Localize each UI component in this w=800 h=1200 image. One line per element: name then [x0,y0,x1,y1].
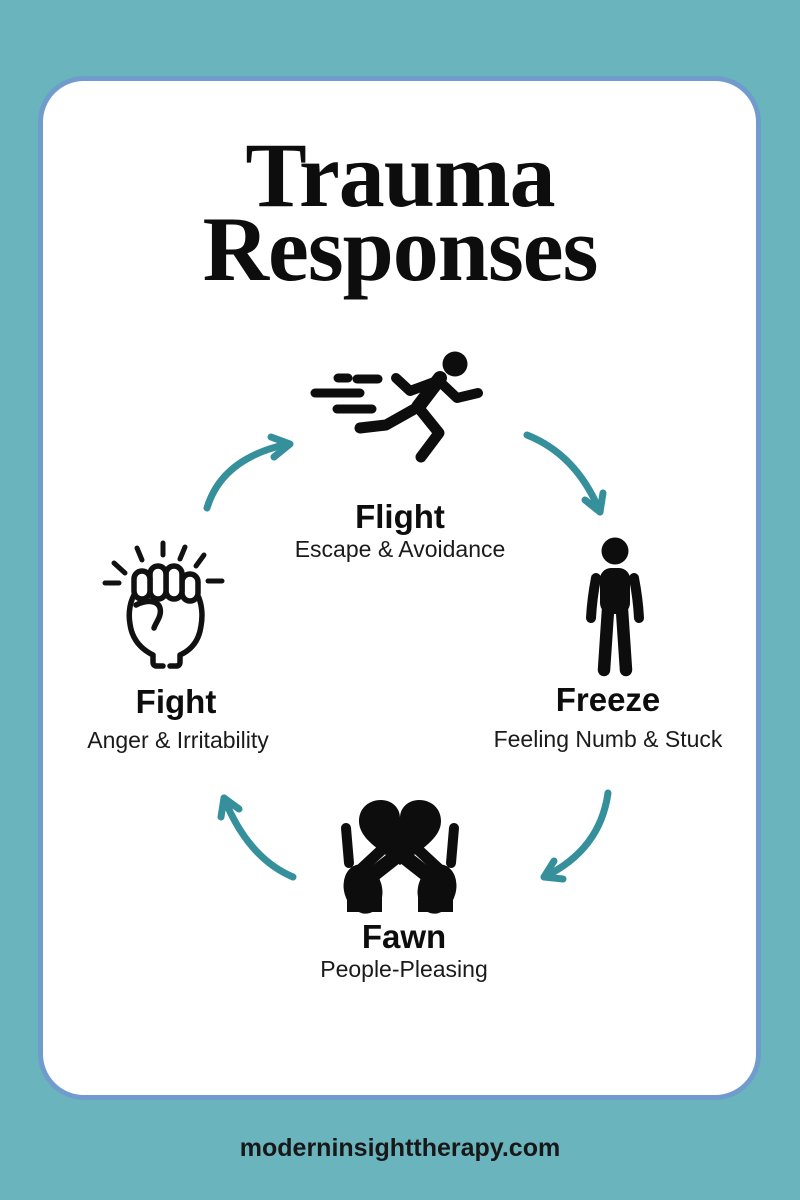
flight-label: Flight [355,498,445,535]
flight-section-icon [310,345,490,465]
freeze-description: Feeling Numb & Stuck [493,726,723,752]
fight-section-icon [100,538,230,673]
fawn-label: Fawn [361,918,447,955]
freeze-label: Freeze [555,681,661,718]
title-line2: Responses [202,197,599,300]
fight-description: Anger & Irritability [87,727,269,753]
fight-label: Fight [135,683,217,720]
website-url: moderninsighttherapy.com [239,1134,561,1162]
raised-fist-icon [102,540,225,669]
fawn-section-icon [334,797,466,917]
title-line1: Trauma [245,124,555,226]
standing-person-icon [586,537,644,677]
flight-description: Escape & Avoidance [294,536,506,562]
freeze-section-icon [583,537,647,679]
page-title: Trauma Responses [0,124,800,300]
hands-holding-heart-icon [341,800,459,914]
fawn-description: People-Pleasing [320,956,488,982]
running-person-icon [310,351,483,463]
